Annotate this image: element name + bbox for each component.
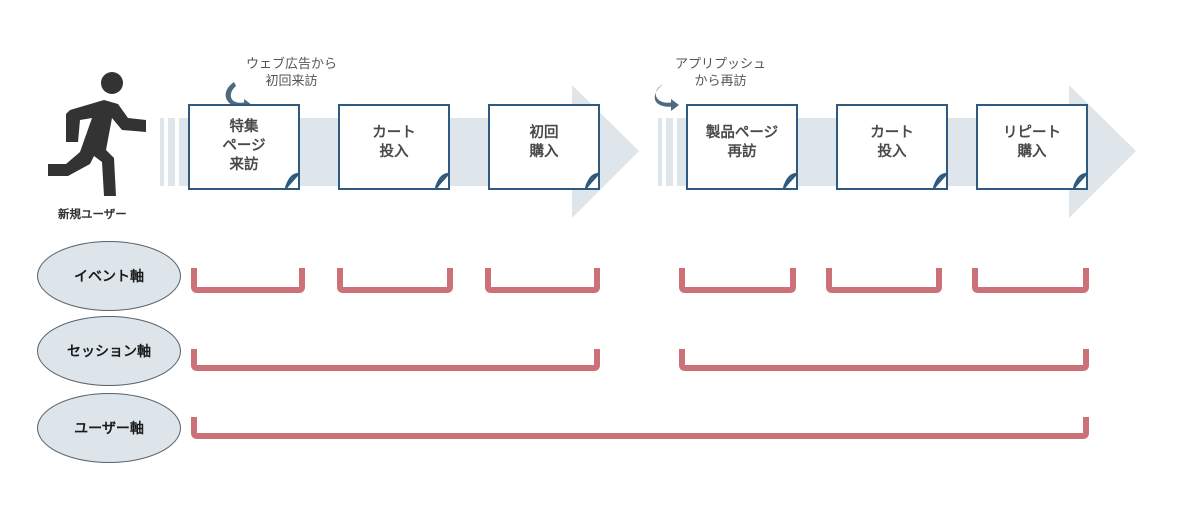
page-curl-icon <box>1072 172 1087 189</box>
event-bracket <box>191 268 305 293</box>
page-curl-icon <box>932 172 947 189</box>
step-label: カート 投入 <box>870 125 914 160</box>
event-bracket <box>337 268 453 293</box>
axis-brackets <box>191 268 1089 439</box>
user-bracket <box>191 417 1089 439</box>
user-label: 新規ユーザー <box>58 207 127 221</box>
axis-label-session: セッション軸 <box>37 316 181 386</box>
step-label: 製品ページ 再訪 <box>705 125 779 160</box>
page-curl-icon <box>782 172 797 189</box>
trigger-note-2: アプリプッシュ から再訪 <box>675 57 767 89</box>
page-curl-icon <box>584 172 599 189</box>
session-bracket <box>679 349 1089 371</box>
step-label: カート 投入 <box>372 125 416 160</box>
trigger-note-1: ウェブ広告から 初回来訪 <box>246 57 338 89</box>
step-label: リピート 購入 <box>1003 125 1061 160</box>
step-card: 初回 購入 <box>488 104 600 190</box>
curved-arrow-icon <box>654 84 679 111</box>
event-bracket <box>972 268 1089 293</box>
running-person-icon <box>48 72 146 196</box>
step-card: カート 投入 <box>836 104 948 190</box>
session-bracket <box>191 349 600 371</box>
speed-line <box>160 118 164 186</box>
step-card: 製品ページ 再訪 <box>686 104 798 190</box>
step-card: リピート 購入 <box>976 104 1088 190</box>
event-bracket <box>679 268 796 293</box>
speed-line <box>179 118 188 186</box>
page-curl-icon <box>284 172 299 189</box>
step-card: カート 投入 <box>338 104 450 190</box>
event-bracket <box>485 268 600 293</box>
step-card: 特集 ページ 来訪 <box>188 104 300 190</box>
event-bracket <box>826 268 942 293</box>
speed-line <box>658 118 662 186</box>
axis-label-event: イベント軸 <box>37 241 181 311</box>
speed-line <box>666 118 673 186</box>
speed-line <box>168 118 175 186</box>
speed-line <box>677 118 686 186</box>
page-curl-icon <box>434 172 449 189</box>
step-label: 特集 ページ 来訪 <box>222 119 266 173</box>
axis-label-user: ユーザー軸 <box>37 393 181 463</box>
step-label: 初回 購入 <box>529 125 559 160</box>
